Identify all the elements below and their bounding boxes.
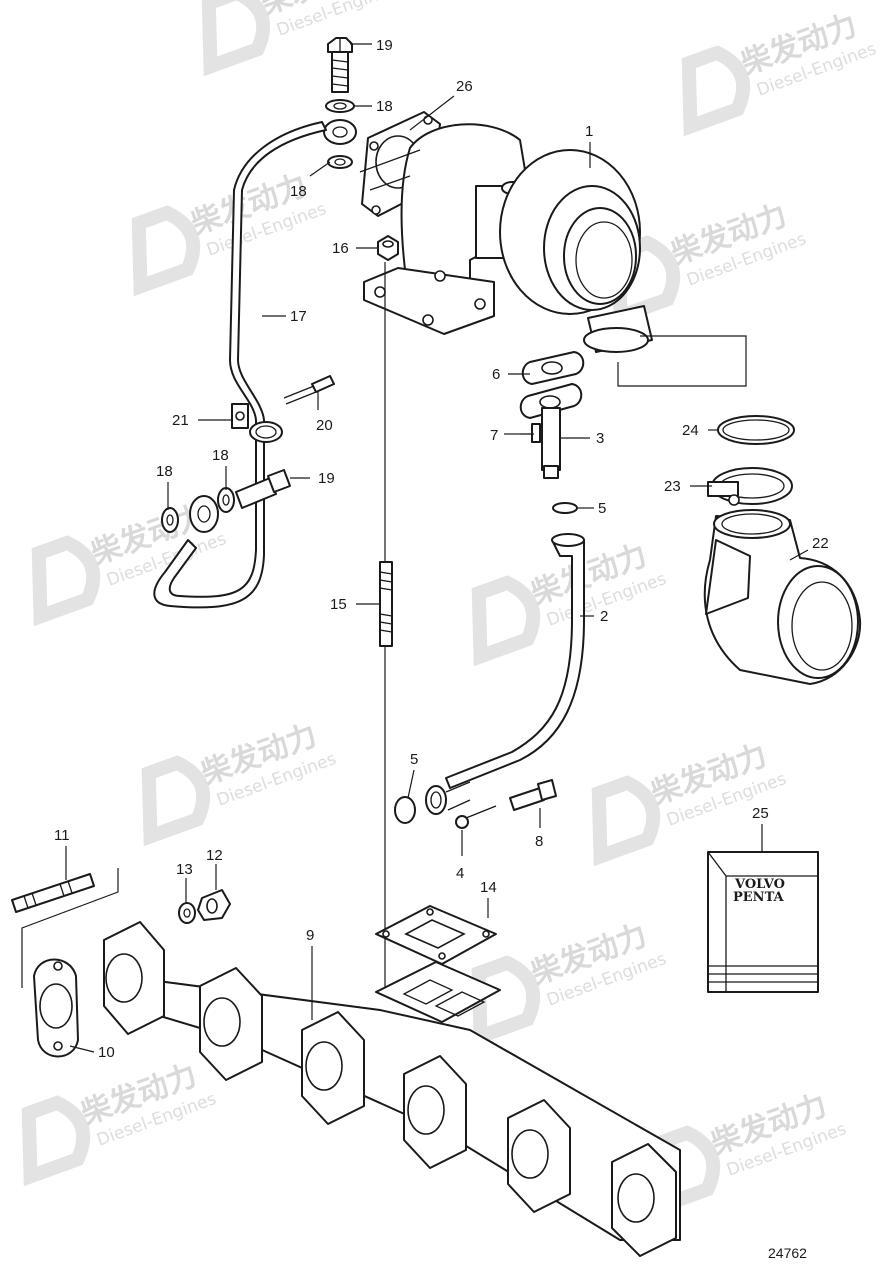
- o-ring-5-upper: [552, 502, 578, 514]
- manifold-gasket-10: [33, 958, 79, 1058]
- watermark-9: 柴发动力 Diesel-Engines: [471, 918, 669, 1047]
- oil-return-pipe: [445, 533, 585, 789]
- oil-return-gasket: [521, 351, 585, 385]
- washer-13: [178, 902, 196, 924]
- watermark-10: 柴发动力 Diesel-Engines: [21, 1058, 219, 1187]
- callout-10: 10: [98, 1044, 115, 1061]
- watermark-7: 柴发动力 Diesel-Engines: [141, 718, 339, 847]
- callout-16: 16: [332, 240, 349, 257]
- exhaust-manifold: [103, 921, 681, 1257]
- oil-feed-pipe: [153, 121, 327, 609]
- callout-15: 15: [330, 596, 347, 613]
- banjo-bolt-top: [327, 37, 353, 93]
- callout-12: 12: [206, 847, 223, 864]
- callout-24: 24: [682, 422, 699, 439]
- manifold-flange-4: [403, 1055, 467, 1169]
- bag-label-line2: PENTA: [733, 890, 785, 905]
- callout-13: 13: [176, 861, 193, 878]
- banjo-fitting-lower: [189, 495, 219, 533]
- callout-22: 22: [812, 535, 829, 552]
- clip-bolt-8: [509, 779, 557, 811]
- oil-return-flange-pipe: [519, 383, 583, 479]
- v-band-clamp: [707, 467, 793, 506]
- bag-label-line1: VOLVO: [734, 877, 785, 892]
- return-pipe-end: [425, 781, 471, 815]
- washer-18-top: [325, 99, 355, 113]
- watermark-3: 柴发动力 Diesel-Engines: [131, 168, 329, 297]
- callout-21: 21: [172, 412, 189, 429]
- washer-18-lower-right: [217, 487, 235, 513]
- callout-26: 26: [456, 78, 473, 95]
- callout-labels: 1 2 3 4 5 5 6 7 8 9 10 11 12 13 14 15 16…: [54, 37, 829, 1061]
- leader-lines: [65, 43, 809, 1053]
- callout-1: 1: [585, 123, 593, 140]
- watermark-1: 柴发动力 Diesel-Engines: [201, 0, 399, 77]
- callout-2: 2: [600, 608, 608, 625]
- manifold-stud-11: [11, 873, 95, 913]
- callout-7: 7: [490, 427, 498, 444]
- callout-9: 9: [306, 927, 314, 944]
- callout-18-top: 18: [376, 98, 393, 115]
- drawing-number: 24762: [768, 1245, 807, 1261]
- callout-14: 14: [480, 879, 497, 896]
- banjo-fitting-top: [323, 119, 357, 145]
- watermark-2: 柴发动力 Diesel-Engines: [681, 8, 879, 137]
- callout-17: 17: [290, 308, 307, 325]
- callout-18-left: 18: [156, 463, 173, 480]
- callout-18-mid: 18: [290, 183, 307, 200]
- callout-11: 11: [54, 827, 70, 844]
- stud-nut: [377, 235, 399, 261]
- manifold-flange-1: [103, 921, 165, 1035]
- clamp-bolt: [283, 375, 335, 405]
- turbo-flange-gasket-14: [375, 905, 497, 965]
- callout-20: 20: [316, 417, 333, 434]
- turbocharger: [359, 123, 653, 353]
- elbow-alignment-line: [617, 335, 747, 387]
- watermark-8: 柴发动力 Diesel-Engines: [591, 738, 789, 867]
- stud-15: [379, 561, 393, 647]
- manifold-flange-6: [611, 1143, 677, 1257]
- manifold-flange-3: [301, 1011, 365, 1125]
- watermark-11: 柴发动力 Diesel-Engines: [651, 1088, 849, 1217]
- pipe-clip-4: [455, 805, 497, 829]
- gasket-kit-bag: VOLVO PENTA: [707, 851, 819, 993]
- callout-23: 23: [664, 478, 681, 495]
- pipe-clamp: [231, 403, 283, 443]
- callout-19-top: 19: [376, 37, 393, 54]
- callout-4: 4: [456, 865, 464, 882]
- nut-12: [197, 889, 231, 921]
- callout-19-lower: 19: [318, 470, 335, 487]
- exhaust-elbow: [703, 509, 862, 685]
- callout-8: 8: [535, 833, 543, 850]
- callout-3: 3: [596, 430, 604, 447]
- washer-18-lower-left: [161, 507, 179, 533]
- o-ring-5-lower: [394, 796, 416, 824]
- manifold-flange-5: [507, 1099, 571, 1213]
- banjo-bolt-lower: [235, 469, 291, 509]
- callout-6: 6: [492, 366, 500, 383]
- manifold-flange-2: [199, 967, 263, 1081]
- flange-bolt-7: [520, 423, 541, 443]
- callout-5-lower: 5: [410, 751, 418, 768]
- callout-18-lower: 18: [212, 447, 229, 464]
- washer-18-mid: [327, 155, 353, 169]
- callout-5-upper: 5: [598, 500, 606, 517]
- callout-25: 25: [752, 805, 769, 822]
